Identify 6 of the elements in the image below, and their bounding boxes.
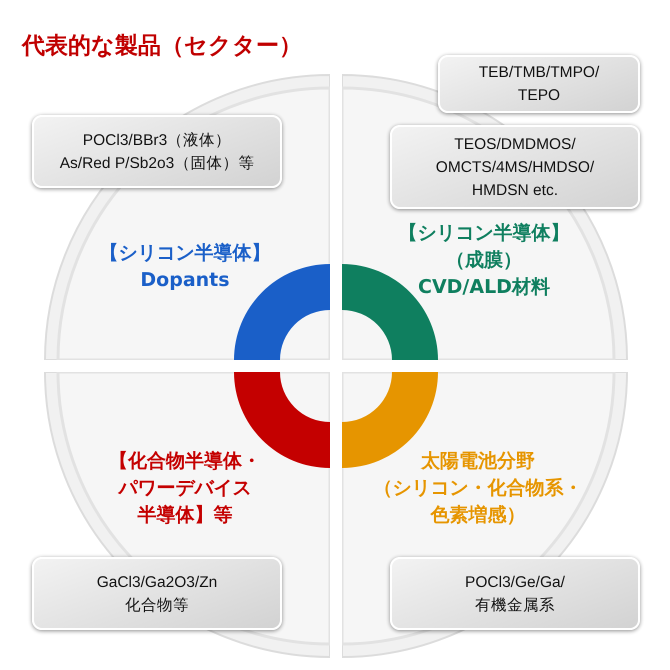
sector-label: 【シリコン半導体】（成膜）CVD/ALD材料 <box>398 221 570 300</box>
sector-label: 【シリコン半導体】 Dopants <box>98 241 272 293</box>
sector-label: 太陽電池分野（シリコン・化合物系・色素増感） <box>372 449 584 528</box>
title: 代表的な製品（セクター） <box>22 32 302 61</box>
sector-label: 【化合物半導体・パワーデバイス半導体】等 <box>108 449 262 528</box>
product-box: TEB/TMB/TMPO/ TEPO <box>438 55 640 113</box>
